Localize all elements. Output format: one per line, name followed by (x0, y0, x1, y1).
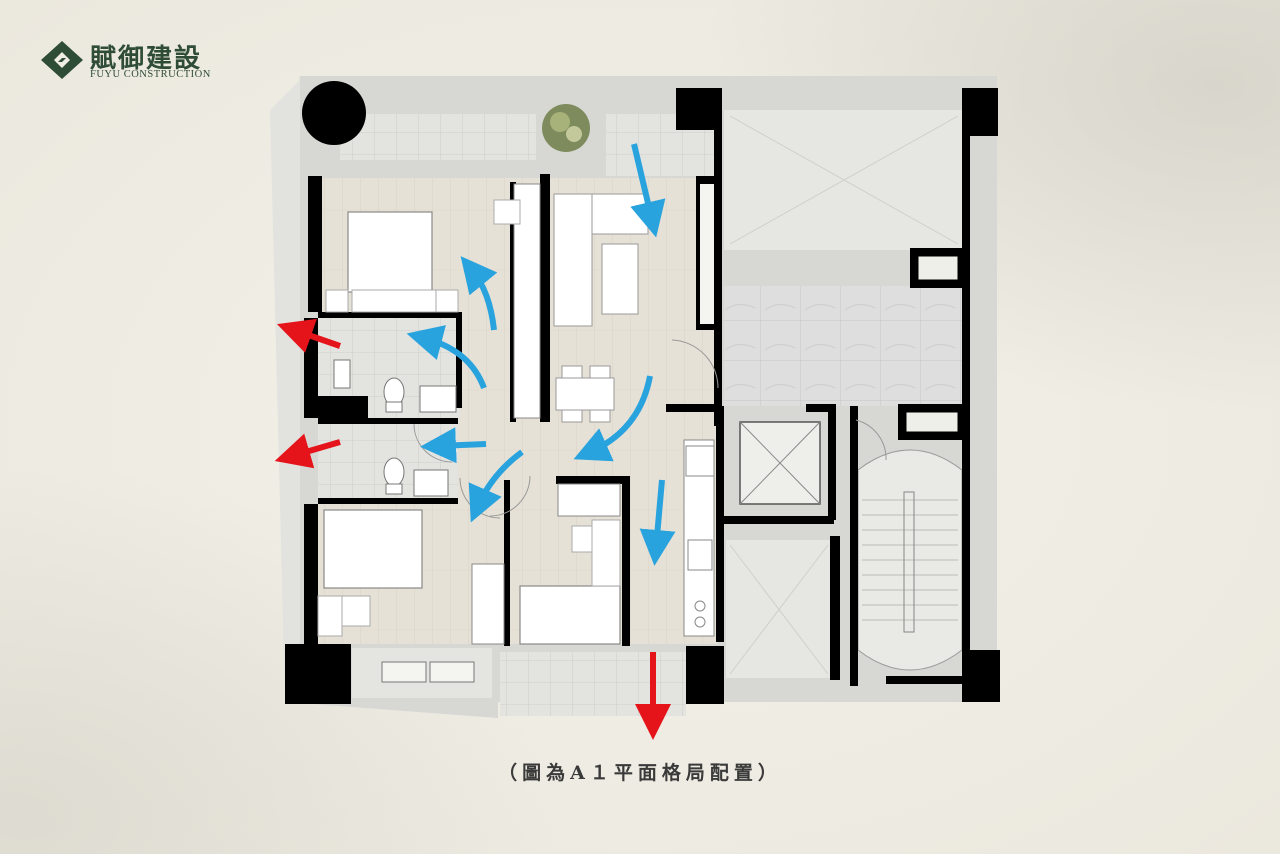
stair-icon (857, 449, 963, 671)
plant-icon (542, 104, 590, 152)
arrow-flow (468, 449, 524, 523)
round-table-icon (302, 81, 366, 145)
stove-icon (685, 445, 715, 628)
lobby (724, 286, 964, 406)
brand-logo: 賦御建設 FUYU CONSTRUCTION (40, 38, 240, 88)
brand-name-cn: 賦御建設 (90, 44, 203, 74)
elevator-icon (739, 421, 821, 505)
arrow-exit (276, 318, 341, 353)
walls (285, 88, 1000, 704)
arrow-flow (420, 427, 487, 464)
arrow-flow (630, 143, 666, 238)
arrow-flow (639, 479, 676, 566)
north-balcony (340, 114, 536, 160)
plan-caption: （圖為A１平面格局配置） (498, 762, 782, 784)
bed-icon (323, 211, 621, 645)
planter-boxes (381, 661, 475, 683)
exit-arrows (274, 318, 671, 740)
logo-mark-icon (41, 41, 83, 79)
arrow-exit (274, 433, 341, 469)
brand-name-en: FUYU CONSTRUCTION (90, 69, 211, 80)
circulation-arrows (406, 143, 676, 566)
arrow-flow (406, 325, 487, 390)
arrow-flow (573, 375, 653, 462)
arrow-flow (460, 256, 498, 331)
toilet-icon (333, 359, 457, 497)
dining-table (555, 365, 615, 423)
